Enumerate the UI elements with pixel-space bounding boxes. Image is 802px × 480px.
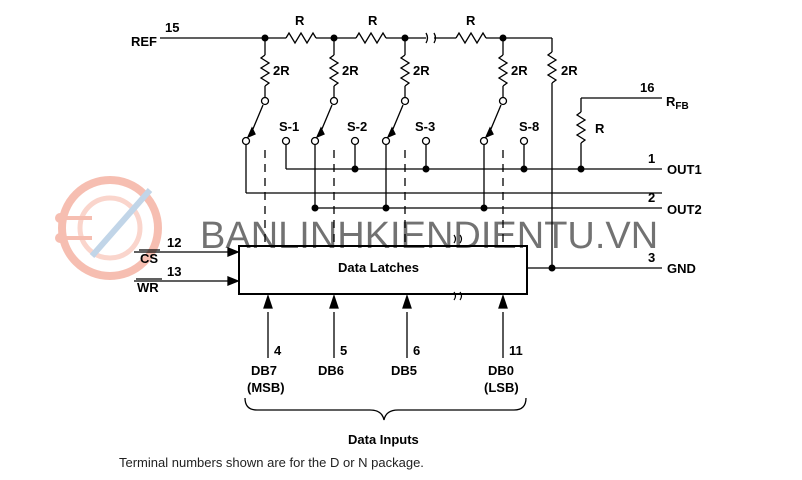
series-r-label-1: R: [295, 13, 305, 28]
wr-label: WR: [137, 280, 159, 295]
resistor-r1: [285, 31, 317, 45]
watermark-text: BANLINHKIENDIENTU.VN: [200, 215, 658, 257]
data-inputs-brace: [244, 397, 527, 421]
resistor-2r-1: [259, 54, 271, 87]
series-r-label-2: R: [368, 13, 378, 28]
switch-label-s1: S-1: [279, 119, 299, 134]
rfb-label: RFB: [666, 94, 689, 112]
db6-label: DB6: [318, 363, 344, 378]
db7-pin-num: 4: [274, 343, 282, 358]
data-latches-label: Data Latches: [338, 260, 419, 275]
watermark: BANLINHKIENDIENTU.VN: [55, 176, 658, 280]
watermark-logo: [58, 176, 162, 280]
series-r-label-3: R: [466, 13, 476, 28]
data-latches-box: [238, 245, 528, 295]
out1-label: OUT1: [667, 162, 702, 177]
shunt-label-2: 2R: [342, 63, 359, 78]
db7-label: DB7: [251, 363, 277, 378]
out2-label: OUT2: [667, 202, 702, 217]
switch-label-s3: S-3: [415, 119, 435, 134]
switch-label-s8: S-8: [519, 119, 539, 134]
db6-pin-num: 5: [340, 343, 347, 358]
out1-pin-num: 1: [648, 151, 655, 166]
resistor-r2: [355, 31, 387, 45]
resistor-2r-2: [328, 54, 340, 87]
db0-label: DB0: [488, 363, 514, 378]
cs-pin-num: 12: [167, 235, 181, 250]
resistor-r3: [455, 31, 487, 45]
ref-pin-num: 15: [165, 20, 179, 35]
db0-sub: (LSB): [484, 380, 519, 395]
footnote: Terminal numbers shown are for the D or …: [119, 455, 424, 470]
cs-label: CS: [140, 251, 158, 266]
switch-label-s2: S-2: [347, 119, 367, 134]
ref-label: REF: [131, 34, 157, 49]
db0-pin-num: 11: [509, 343, 523, 358]
db5-pin-num: 6: [413, 343, 420, 358]
rfb-pin-num: 16: [640, 80, 654, 95]
db7-sub: (MSB): [247, 380, 285, 395]
data-inputs-label: Data Inputs: [348, 432, 419, 447]
db5-label: DB5: [391, 363, 417, 378]
switch-pivot-1: [260, 96, 270, 106]
resistor-rfb: [575, 111, 587, 144]
gnd-pin-num: 3: [648, 250, 655, 265]
shunt-label-1: 2R: [273, 63, 290, 78]
resistor-2r-8: [497, 54, 509, 87]
rfb-resistor-label: R: [595, 121, 605, 136]
shunt-label-3: 2R: [413, 63, 430, 78]
shunt-label-term: 2R: [561, 63, 578, 78]
gnd-label: GND: [667, 261, 696, 276]
resistor-2r-3: [399, 54, 411, 87]
resistor-2r-term: [546, 51, 558, 84]
wr-pin-num: 13: [167, 264, 181, 279]
shunt-label-8: 2R: [511, 63, 528, 78]
out2-pin-num: 2: [648, 190, 655, 205]
